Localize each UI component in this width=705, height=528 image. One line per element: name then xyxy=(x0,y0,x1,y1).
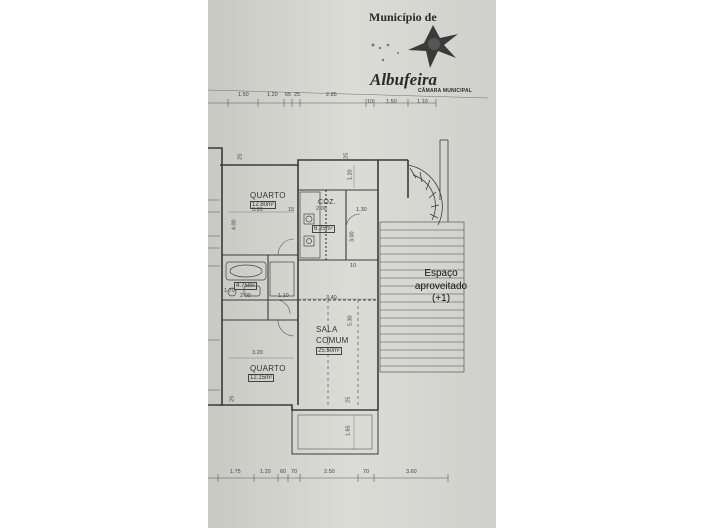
seal-star-icon xyxy=(408,25,458,68)
top-dim-5: 2.85 xyxy=(326,92,337,98)
room-label-cozinha: COZ. xyxy=(318,199,336,206)
inner-dim-16: 1.65 xyxy=(345,425,352,437)
room-area-quarto-bottom: 12.15m² xyxy=(248,374,275,382)
inner-dim-17: 25 xyxy=(345,396,352,403)
inner-dim-13: 5.30 xyxy=(347,315,354,327)
room-label-comum: COMUM xyxy=(316,336,349,345)
terrace-deck xyxy=(379,221,465,373)
floor-plan-drawing xyxy=(208,0,496,528)
floor-plan-sheet: Município de Albufeira CÂMARA MUNICIPAL … xyxy=(208,0,496,528)
top-dim-7: 1.50 xyxy=(386,99,397,105)
bottom-dim-7: 3.60 xyxy=(406,469,417,475)
room-label-quarto-top: QUARTO xyxy=(250,191,286,200)
room-label-sala: SALA xyxy=(316,325,338,334)
inner-dim-11: 1.10 xyxy=(278,293,289,299)
annotation-line-1: Espaço xyxy=(424,268,458,279)
room-area-sala: 25.50m² xyxy=(316,347,343,355)
room-label-quarto-bottom: QUARTO xyxy=(250,364,286,373)
inner-dim-18: 25 xyxy=(343,152,350,159)
spiral-staircase xyxy=(407,139,449,226)
inner-dim-8: 3.00 xyxy=(349,231,356,243)
inner-dim-2: 3.20 xyxy=(252,207,263,213)
inner-dim-12: 3.40 xyxy=(326,295,337,301)
bottom-dimension-line xyxy=(208,474,449,482)
inner-dim-1: 25 xyxy=(237,153,244,160)
bottom-dim-6: 70 xyxy=(363,469,370,475)
room-area-wc: 4.75m² xyxy=(234,282,257,290)
room-area-quarto-top: 12.80m² xyxy=(250,201,277,209)
top-dim-6: 10 xyxy=(367,99,374,105)
annotation-line-3: (+1) xyxy=(431,293,451,304)
annotation-line-2: aproveitado xyxy=(414,280,468,292)
annotation-espaco-aproveitado: Espaço aproveitado (+1) xyxy=(401,268,481,306)
inner-dim-9: 1.70 xyxy=(224,288,235,294)
municipio-label: Município de xyxy=(369,10,437,24)
left-wall-hatch xyxy=(208,199,220,391)
top-dim-4: 25 xyxy=(294,92,301,98)
bottom-dim-2: 1.20 xyxy=(260,469,271,475)
exterior-walls xyxy=(208,147,409,411)
bottom-dim-5: 2.50 xyxy=(324,469,335,475)
room-area-cozinha: 6.25m² xyxy=(312,225,335,233)
balcony-bottom xyxy=(291,409,379,455)
inner-dim-4: 4.00 xyxy=(231,219,238,231)
inner-dim-19: 10 xyxy=(350,263,357,269)
top-dimension-line xyxy=(208,89,489,107)
bottom-dim-1: 1.75 xyxy=(230,469,241,475)
top-dim-3: 65 xyxy=(285,92,292,98)
camara-municipal-label: CÂMARA MUNICIPAL xyxy=(418,88,473,94)
inner-dim-10: 2.00 xyxy=(240,293,251,299)
bottom-dim-3: 60 xyxy=(280,469,287,475)
inner-dim-7: 1.20 xyxy=(347,169,354,181)
door-swings xyxy=(275,213,361,337)
city-label: Albufeira xyxy=(370,70,438,89)
inner-dim-6: 1.30 xyxy=(356,207,367,213)
bathroom-fixtures xyxy=(225,261,295,297)
interior-dimension-marks xyxy=(228,165,376,450)
paper-background xyxy=(208,0,496,528)
inner-dim-15: 25 xyxy=(229,395,236,402)
top-dim-1: 1.50 xyxy=(238,92,249,98)
inner-dim-5: 2.00 xyxy=(316,206,327,212)
inner-dim-3: 15 xyxy=(288,207,295,213)
seal-smudge-icon xyxy=(371,43,399,62)
bottom-dim-4: 70 xyxy=(291,469,298,475)
inner-dim-14: 3.20 xyxy=(252,350,263,356)
top-dim-2: 1.20 xyxy=(267,92,278,98)
top-dim-8: 1.10 xyxy=(417,99,428,105)
